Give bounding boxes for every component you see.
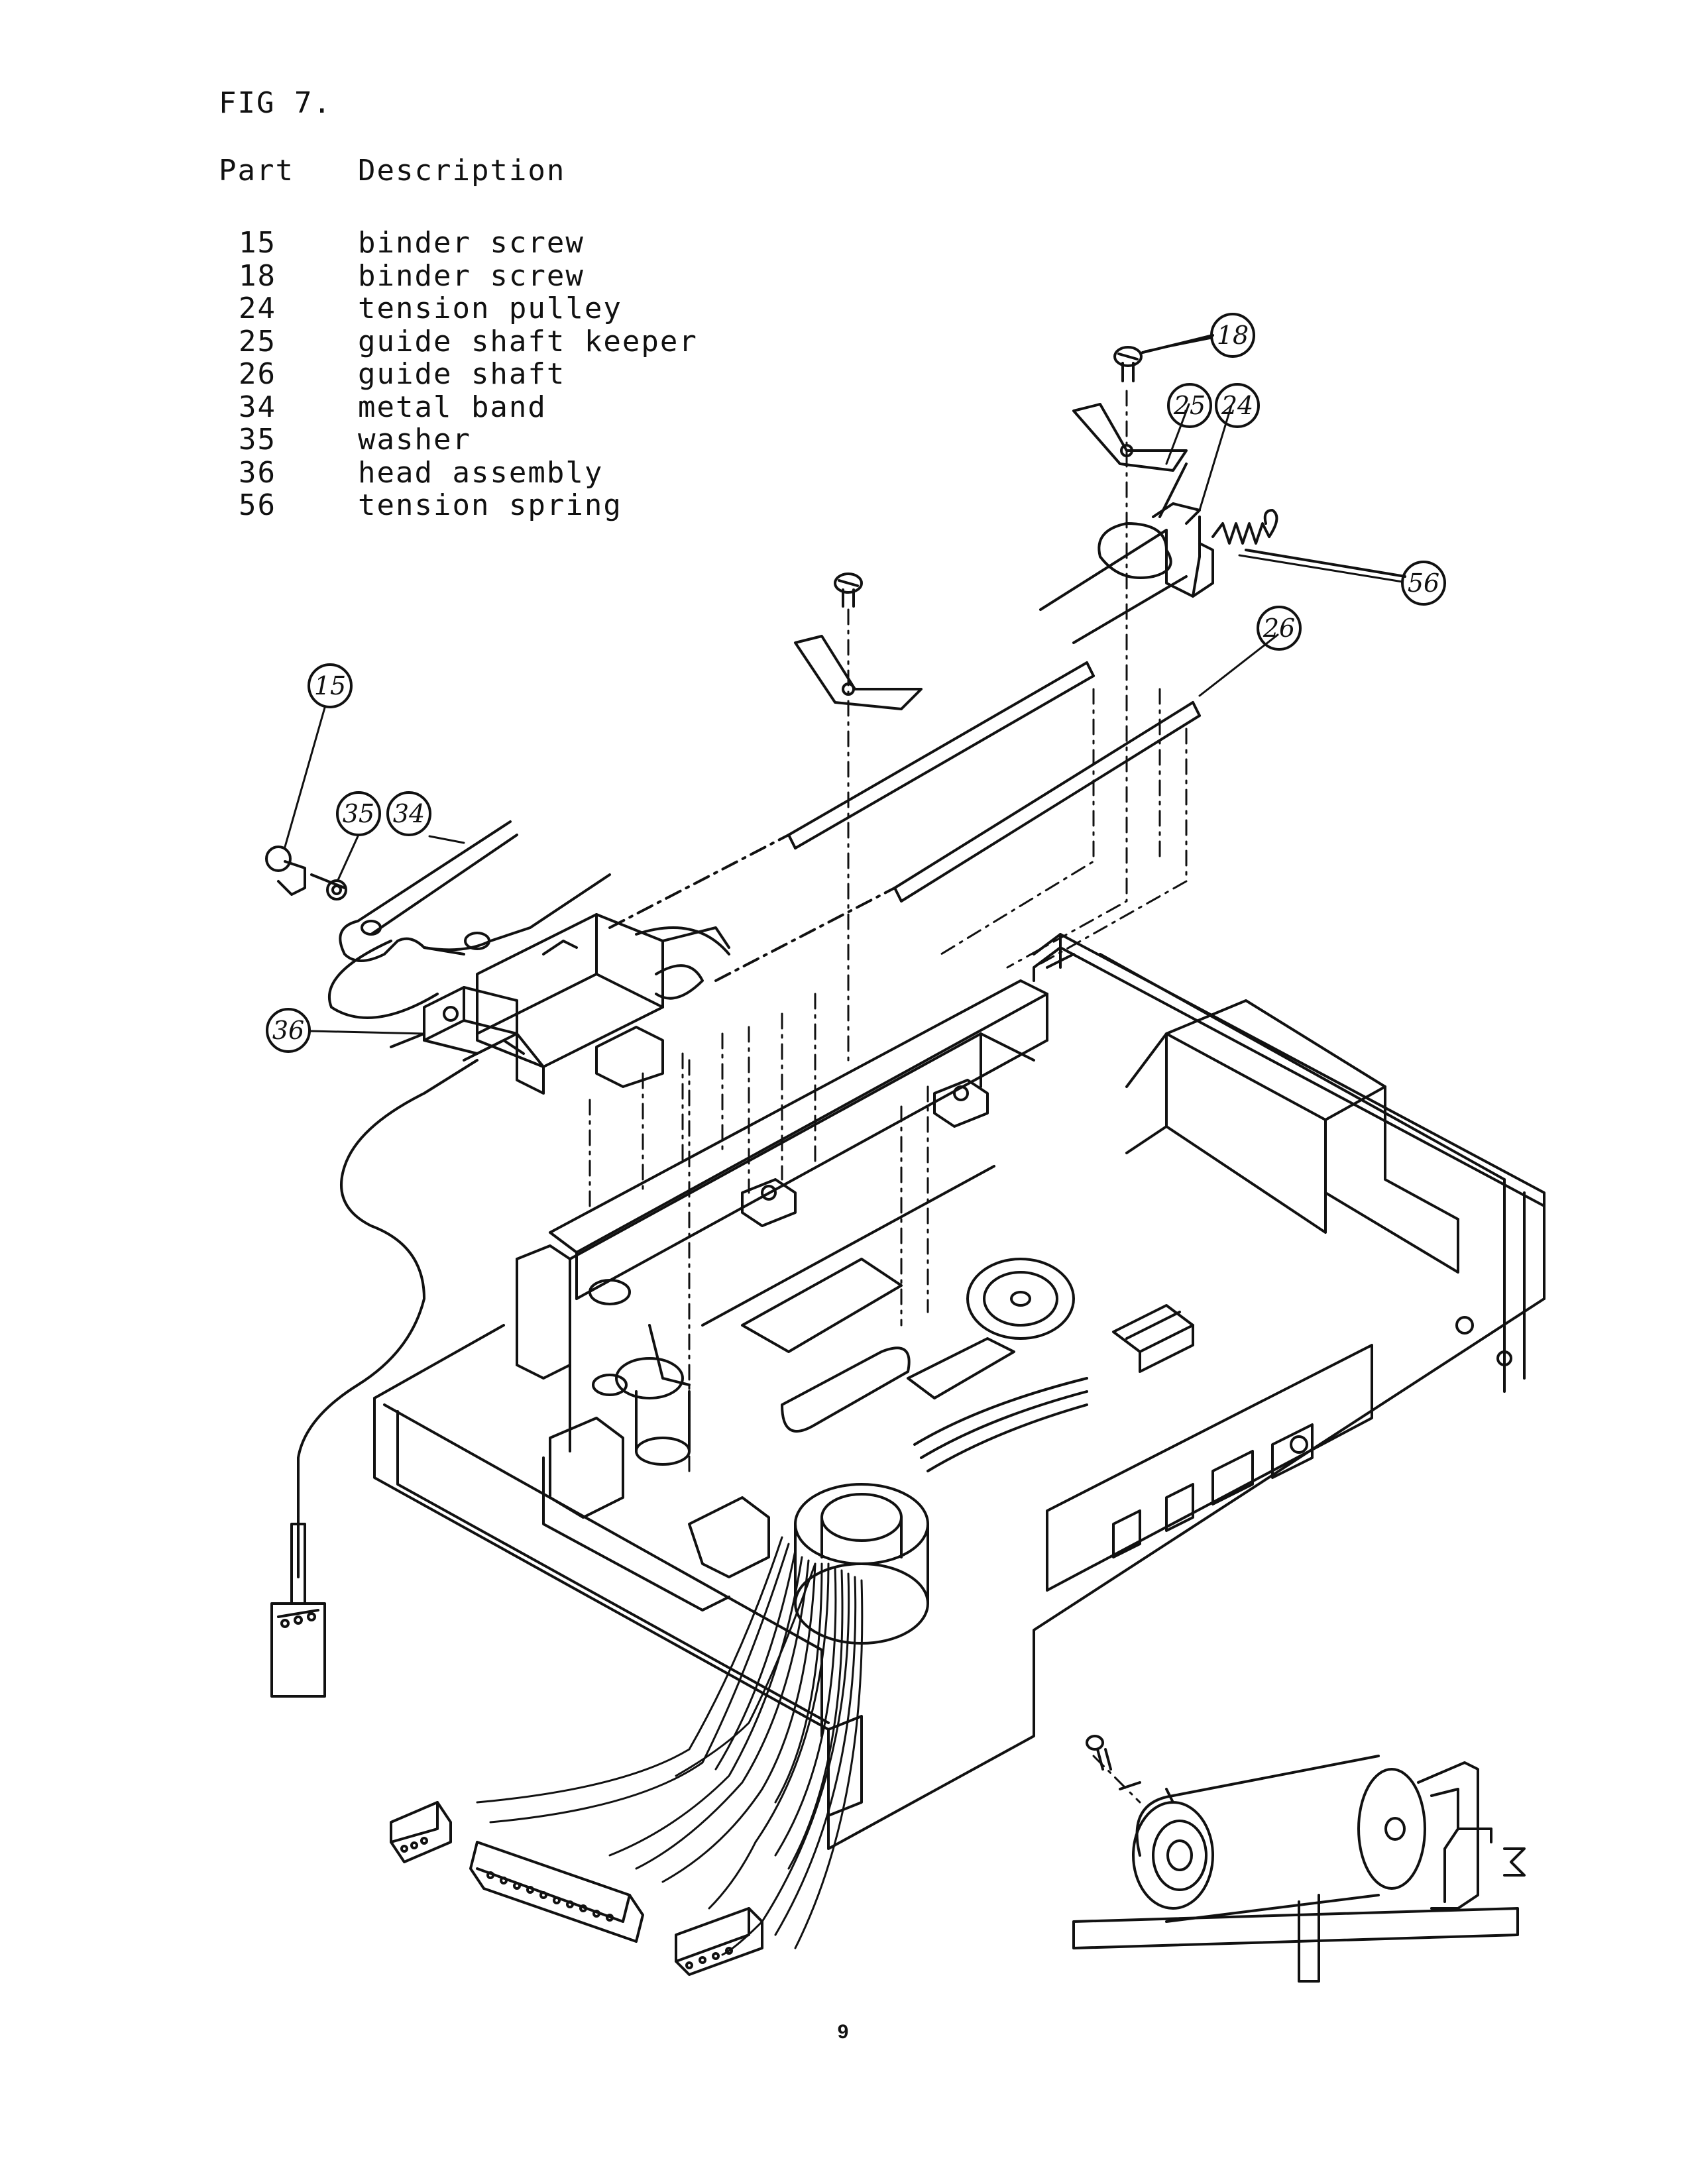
- callout-25-label: 25: [1173, 391, 1206, 420]
- table-row: 56 tension spring: [219, 489, 698, 522]
- part-description: washer: [358, 423, 471, 457]
- part-number: 15: [239, 226, 276, 260]
- part-description: tension pulley: [358, 292, 622, 325]
- callout-35: 35: [336, 791, 381, 836]
- parts-table-header: Part Description: [219, 154, 698, 193]
- part-number: 35: [239, 423, 276, 457]
- callout-35-label: 35: [343, 799, 374, 828]
- part-description: guide shaft: [358, 357, 566, 391]
- leader-lines: [284, 337, 1404, 1035]
- part-number: 56: [239, 488, 276, 522]
- part-description: metal band: [358, 390, 547, 424]
- callout-24-label: 24: [1221, 391, 1253, 420]
- header-description: Description: [358, 154, 566, 188]
- callout-26-label: 26: [1263, 614, 1295, 643]
- table-row: 26 guide shaft: [219, 358, 698, 391]
- callout-18-label: 18: [1217, 321, 1249, 350]
- callout-56: 56: [1401, 561, 1446, 606]
- connector-medium: [675, 1907, 763, 1976]
- part-number: 18: [239, 258, 276, 293]
- callout-26: 26: [1257, 606, 1302, 651]
- table-row: 36 head assembly: [219, 455, 698, 490]
- connector-small: [390, 1801, 452, 1863]
- part-number: 24: [239, 292, 276, 325]
- figure-title: FIG 7.: [219, 86, 332, 120]
- binder-screw-15: [265, 846, 346, 896]
- binder-screw-18: [1113, 334, 1214, 382]
- head-assembly: [270, 913, 730, 1698]
- header-part: Part: [219, 154, 294, 188]
- table-row: 15 binder screw: [219, 227, 698, 260]
- part-number: 25: [239, 324, 276, 358]
- guide-shaft-keeper-left: [794, 573, 923, 710]
- page-number: 9: [837, 2021, 849, 2043]
- part-description: tension spring: [358, 488, 622, 522]
- parts-table-rows: 15 binder screw 18 binder screw 24 tension …: [219, 227, 698, 522]
- table-row: 35 washer: [219, 423, 698, 457]
- table-row: 24 tension pulley: [219, 292, 698, 325]
- table-row: 34 metal band: [219, 390, 698, 424]
- part-description: binder screw: [358, 258, 585, 293]
- part-number: 36: [239, 455, 276, 490]
- callout-34: 34: [386, 791, 431, 836]
- drive-chassis: [373, 933, 1546, 1850]
- guide-shaft-keeper-right: [1072, 403, 1188, 472]
- guide-shafts: [608, 661, 1201, 982]
- parts-table: Part Description 15 binder screw 18 binder…: [219, 154, 698, 522]
- callout-15: 15: [308, 663, 353, 708]
- connector-large: [469, 1841, 644, 1943]
- table-row: 25 guide shaft keeper: [219, 325, 698, 358]
- callout-56-label: 56: [1408, 569, 1439, 598]
- metal-band: [327, 820, 611, 1019]
- tension-spring: [1211, 509, 1406, 578]
- callout-18: 18: [1210, 313, 1255, 358]
- callout-36: 36: [266, 1008, 311, 1053]
- callout-15-label: 15: [314, 671, 346, 700]
- tension-pulley: [1039, 463, 1214, 644]
- part-description: guide shaft keeper: [358, 324, 698, 358]
- callout-36-label: 36: [272, 1016, 304, 1045]
- table-row: 18 binder screw: [219, 258, 698, 293]
- part-number: 26: [239, 357, 276, 391]
- callout-25: 25: [1167, 383, 1212, 428]
- callout-24: 24: [1215, 383, 1260, 428]
- part-number: 34: [239, 390, 276, 424]
- part-description: head assembly: [358, 455, 604, 490]
- inset-belt-detail: [1072, 1735, 1526, 1983]
- part-description: binder screw: [358, 226, 585, 260]
- callout-34-label: 34: [393, 799, 425, 828]
- wire-harness: [476, 1536, 864, 1956]
